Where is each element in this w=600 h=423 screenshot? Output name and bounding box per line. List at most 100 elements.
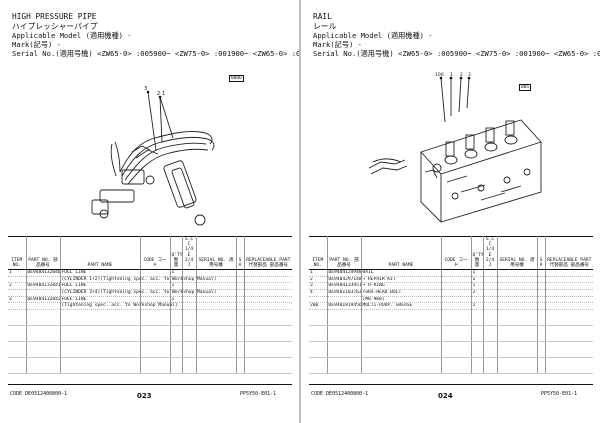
part-note: (CYLINDER 3+4)(Tightening spec. acc. to …: [59, 289, 217, 297]
table-blank-row: [309, 309, 593, 326]
part-name: TORX-HEAD BOLT: [360, 289, 441, 297]
col-sa: S A: [235, 236, 244, 271]
item-no: 2: [309, 276, 327, 284]
col-part-name: PART NAME: [360, 236, 441, 271]
qty: 1: [169, 282, 182, 290]
col-sa: S A: [536, 236, 545, 271]
right-callout-200: 100: [435, 72, 444, 78]
right-page: RAIL レール Applicable Model (適用機種) - Mark(…: [301, 0, 600, 423]
item-no: 2: [8, 282, 26, 290]
left-callout-1: 1: [162, 91, 165, 97]
item-no: 3: [8, 296, 26, 304]
table-row: 3 DE9404132042 FUEL LINE 1: [8, 296, 292, 304]
table-blank-row: [309, 357, 593, 374]
right-table-header-row: ITEM NO. PART NO. 部品番号 PART NAME CODE コー…: [309, 236, 593, 271]
right-callout-1: 1: [450, 72, 453, 78]
left-figure-number: 0006: [229, 75, 244, 82]
right-callout-2: 2: [460, 72, 463, 78]
part-name: FUEL LINE: [59, 269, 140, 277]
table-row: (CYLINDER 1+2)(Tightening spec. acc. to …: [8, 276, 292, 284]
col-qty: Q'TY 数量: [169, 236, 183, 271]
item-no: 1: [8, 269, 26, 277]
table-row: 1 DE9404132040 FUEL LINE 1: [8, 269, 292, 277]
col-replaceable: REPLACEABLE PART 代替部品 部品番号: [243, 236, 292, 271]
col-code: CODE コード: [139, 236, 170, 271]
item-no: 4: [309, 289, 327, 297]
table-blank-row: [8, 309, 292, 326]
right-callout-3: 3: [468, 72, 471, 78]
qty: 1: [470, 269, 483, 277]
table-row: (CYLINDER 3+4)(Tightening spec. acc. to …: [8, 289, 292, 297]
right-serial: Serial No.(適用号機) <ZW65-0> :005900~ <ZW75…: [313, 49, 600, 58]
qty: 1: [169, 269, 182, 277]
right-table-bottom-rule: [309, 384, 593, 385]
part-no: DE9404124948: [326, 269, 361, 277]
table-row: 3 DE9404133951 → O-RING 1: [309, 282, 593, 290]
right-title-jp: レール: [313, 21, 337, 31]
part-note: (M8-9mm): [360, 296, 441, 304]
col-part-no: PART NO. 部品番号: [25, 236, 60, 271]
part-name: → REPAIR KIT: [360, 276, 441, 284]
right-parts-illustration: 100 1 2 3: [368, 72, 542, 223]
left-footer-ref: PP5Y50-E01-1: [240, 391, 277, 397]
col-sc: S.C C 1/4 E 2/4 J: [181, 236, 196, 271]
left-parts-table: ITEM NO. PART NO. 部品番号 PART NAME CODE コー…: [8, 236, 292, 374]
table-blank-row: [8, 341, 292, 358]
left-serial: Serial No.(適用号機) <ZW65-0> :005900~ <ZW75…: [12, 49, 327, 58]
left-callout-3: 3: [144, 86, 147, 92]
right-page-number: 024: [438, 392, 453, 400]
part-no: DE9404132042: [25, 296, 60, 304]
table-blank-row: [8, 357, 292, 374]
page-gutter: [299, 0, 301, 423]
left-page-number: 023: [137, 392, 152, 400]
table-row: 2 DE9404132041 FUEL LINE 1: [8, 282, 292, 290]
part-note: (Tightening spec. acc. to Workshop Manua…: [59, 302, 178, 310]
table-row: (M8-9mm): [309, 296, 593, 304]
table-row: 4 DE9401183763 TORX-HEAD BOLT 2: [309, 289, 593, 297]
left-parts-illustration: 3 1 2: [91, 86, 215, 226]
part-no: DE9404132040: [25, 269, 60, 277]
part-name: FUEL LINE: [59, 282, 140, 290]
item-no: 3: [309, 282, 327, 290]
col-code: CODE コード: [440, 236, 471, 271]
left-header: HIGH PRESSURE PIPE ハイプレッシャーパイプ Applicabl…: [12, 12, 326, 58]
left-table-header-row: ITEM NO. PART NO. 部品番号 PART NAME CODE コー…: [8, 236, 292, 271]
left-title-en: HIGH PRESSURE PIPE: [12, 12, 97, 21]
right-footer-code: CODE DE0512400800-1: [311, 391, 369, 397]
col-item: ITEM NO.: [8, 236, 26, 271]
right-header: RAIL レール Applicable Model (適用機種) - Mark(…: [313, 12, 600, 58]
table-blank-row: [309, 325, 593, 342]
part-note: (CYLINDER 1+2)(Tightening spec. acc. to …: [59, 276, 217, 284]
table-row: 200 DE9401819456 MULTI-PURP. GREASE 1: [309, 302, 593, 310]
left-callout-2: 2: [157, 91, 160, 97]
table-row: (Tightening spec. acc. to Workshop Manua…: [8, 302, 292, 310]
part-no: DE9404133951: [326, 282, 361, 290]
col-qty: Q'TY 数量: [470, 236, 484, 271]
part-name: → O-RING: [360, 282, 441, 290]
col-sc: S.C C 1/4 E 2/4 J: [482, 236, 497, 271]
col-item: ITEM NO.: [309, 236, 327, 271]
right-applicable-model: Applicable Model (適用機種) -: [313, 31, 433, 40]
left-footer-code: CODE DE0512400800-1: [10, 391, 68, 397]
right-mark: Mark(記号) -: [313, 40, 362, 49]
table-blank-row: [309, 341, 593, 358]
right-parts-table: ITEM NO. PART NO. 部品番号 PART NAME CODE コー…: [309, 236, 593, 374]
col-serial: SERIAL NO. 適用号機: [195, 236, 236, 271]
qty: 1: [470, 302, 483, 310]
part-no: DE9401183763: [326, 289, 361, 297]
table-blank-row: [8, 325, 292, 342]
qty: 2: [470, 289, 483, 297]
part-no: DE9404297148: [326, 276, 361, 284]
part-no: DE9401819456: [326, 302, 361, 310]
item-no: 1: [309, 269, 327, 277]
qty: 1: [169, 296, 182, 304]
right-figure-number: 005: [519, 84, 532, 91]
col-replaceable: REPLACEABLE PART 代替部品 部品番号: [544, 236, 593, 271]
col-part-name: PART NAME: [59, 236, 140, 271]
part-name: MULTI-PURP. GREASE: [360, 302, 441, 310]
left-title-jp: ハイプレッシャーパイプ: [12, 21, 98, 31]
col-part-no: PART NO. 部品番号: [326, 236, 361, 271]
table-row: 2 DE9404297148 → REPAIR KIT 1: [309, 276, 593, 284]
col-serial: SERIAL NO. 適用号機: [496, 236, 537, 271]
item-no: 200: [309, 302, 327, 310]
